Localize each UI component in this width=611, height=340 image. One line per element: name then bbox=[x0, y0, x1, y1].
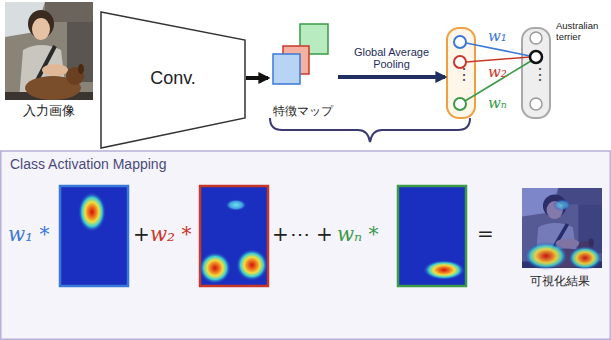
ellipsis-dots: ⋮ bbox=[532, 66, 548, 84]
image-caption: 入力画像 bbox=[4, 102, 94, 120]
feature-label: 特徴マップ bbox=[268, 103, 338, 120]
weight-term: wₙ * bbox=[337, 223, 379, 245]
pooling-arrow bbox=[338, 75, 445, 79]
flow-arrow bbox=[246, 76, 268, 80]
plus-sign: + bbox=[133, 223, 150, 245]
cam-panel: Class Activation Mapping 可視化結果 bbox=[0, 151, 611, 340]
panel-title: Class Activation Mapping bbox=[10, 156, 166, 172]
edge-label: Global Average Pooling bbox=[342, 46, 442, 71]
weight-term: w₁ * bbox=[8, 223, 50, 245]
block-label: Conv. bbox=[100, 68, 246, 89]
equals-sign: = bbox=[477, 223, 494, 245]
feature-maps: 特徴マップ bbox=[268, 22, 338, 120]
input-image: 入力画像 bbox=[4, 2, 94, 120]
plus-sign: + bbox=[272, 223, 289, 245]
weight-label: w₂ bbox=[488, 64, 507, 81]
weight-label: wₙ bbox=[488, 95, 507, 112]
plus-sign: + bbox=[316, 223, 333, 245]
weight-term: w₂ * bbox=[150, 223, 192, 245]
result-caption: 可視化結果 bbox=[510, 273, 610, 290]
weight-label: w₁ bbox=[488, 28, 507, 45]
conv-block: Conv. bbox=[100, 10, 246, 150]
ellipsis-dots: ⋮ bbox=[456, 66, 472, 84]
class-label: Australian terrier bbox=[556, 20, 610, 43]
result-image: 可視化結果 bbox=[510, 185, 610, 290]
ellipsis-dots: ⋯ bbox=[290, 223, 310, 245]
